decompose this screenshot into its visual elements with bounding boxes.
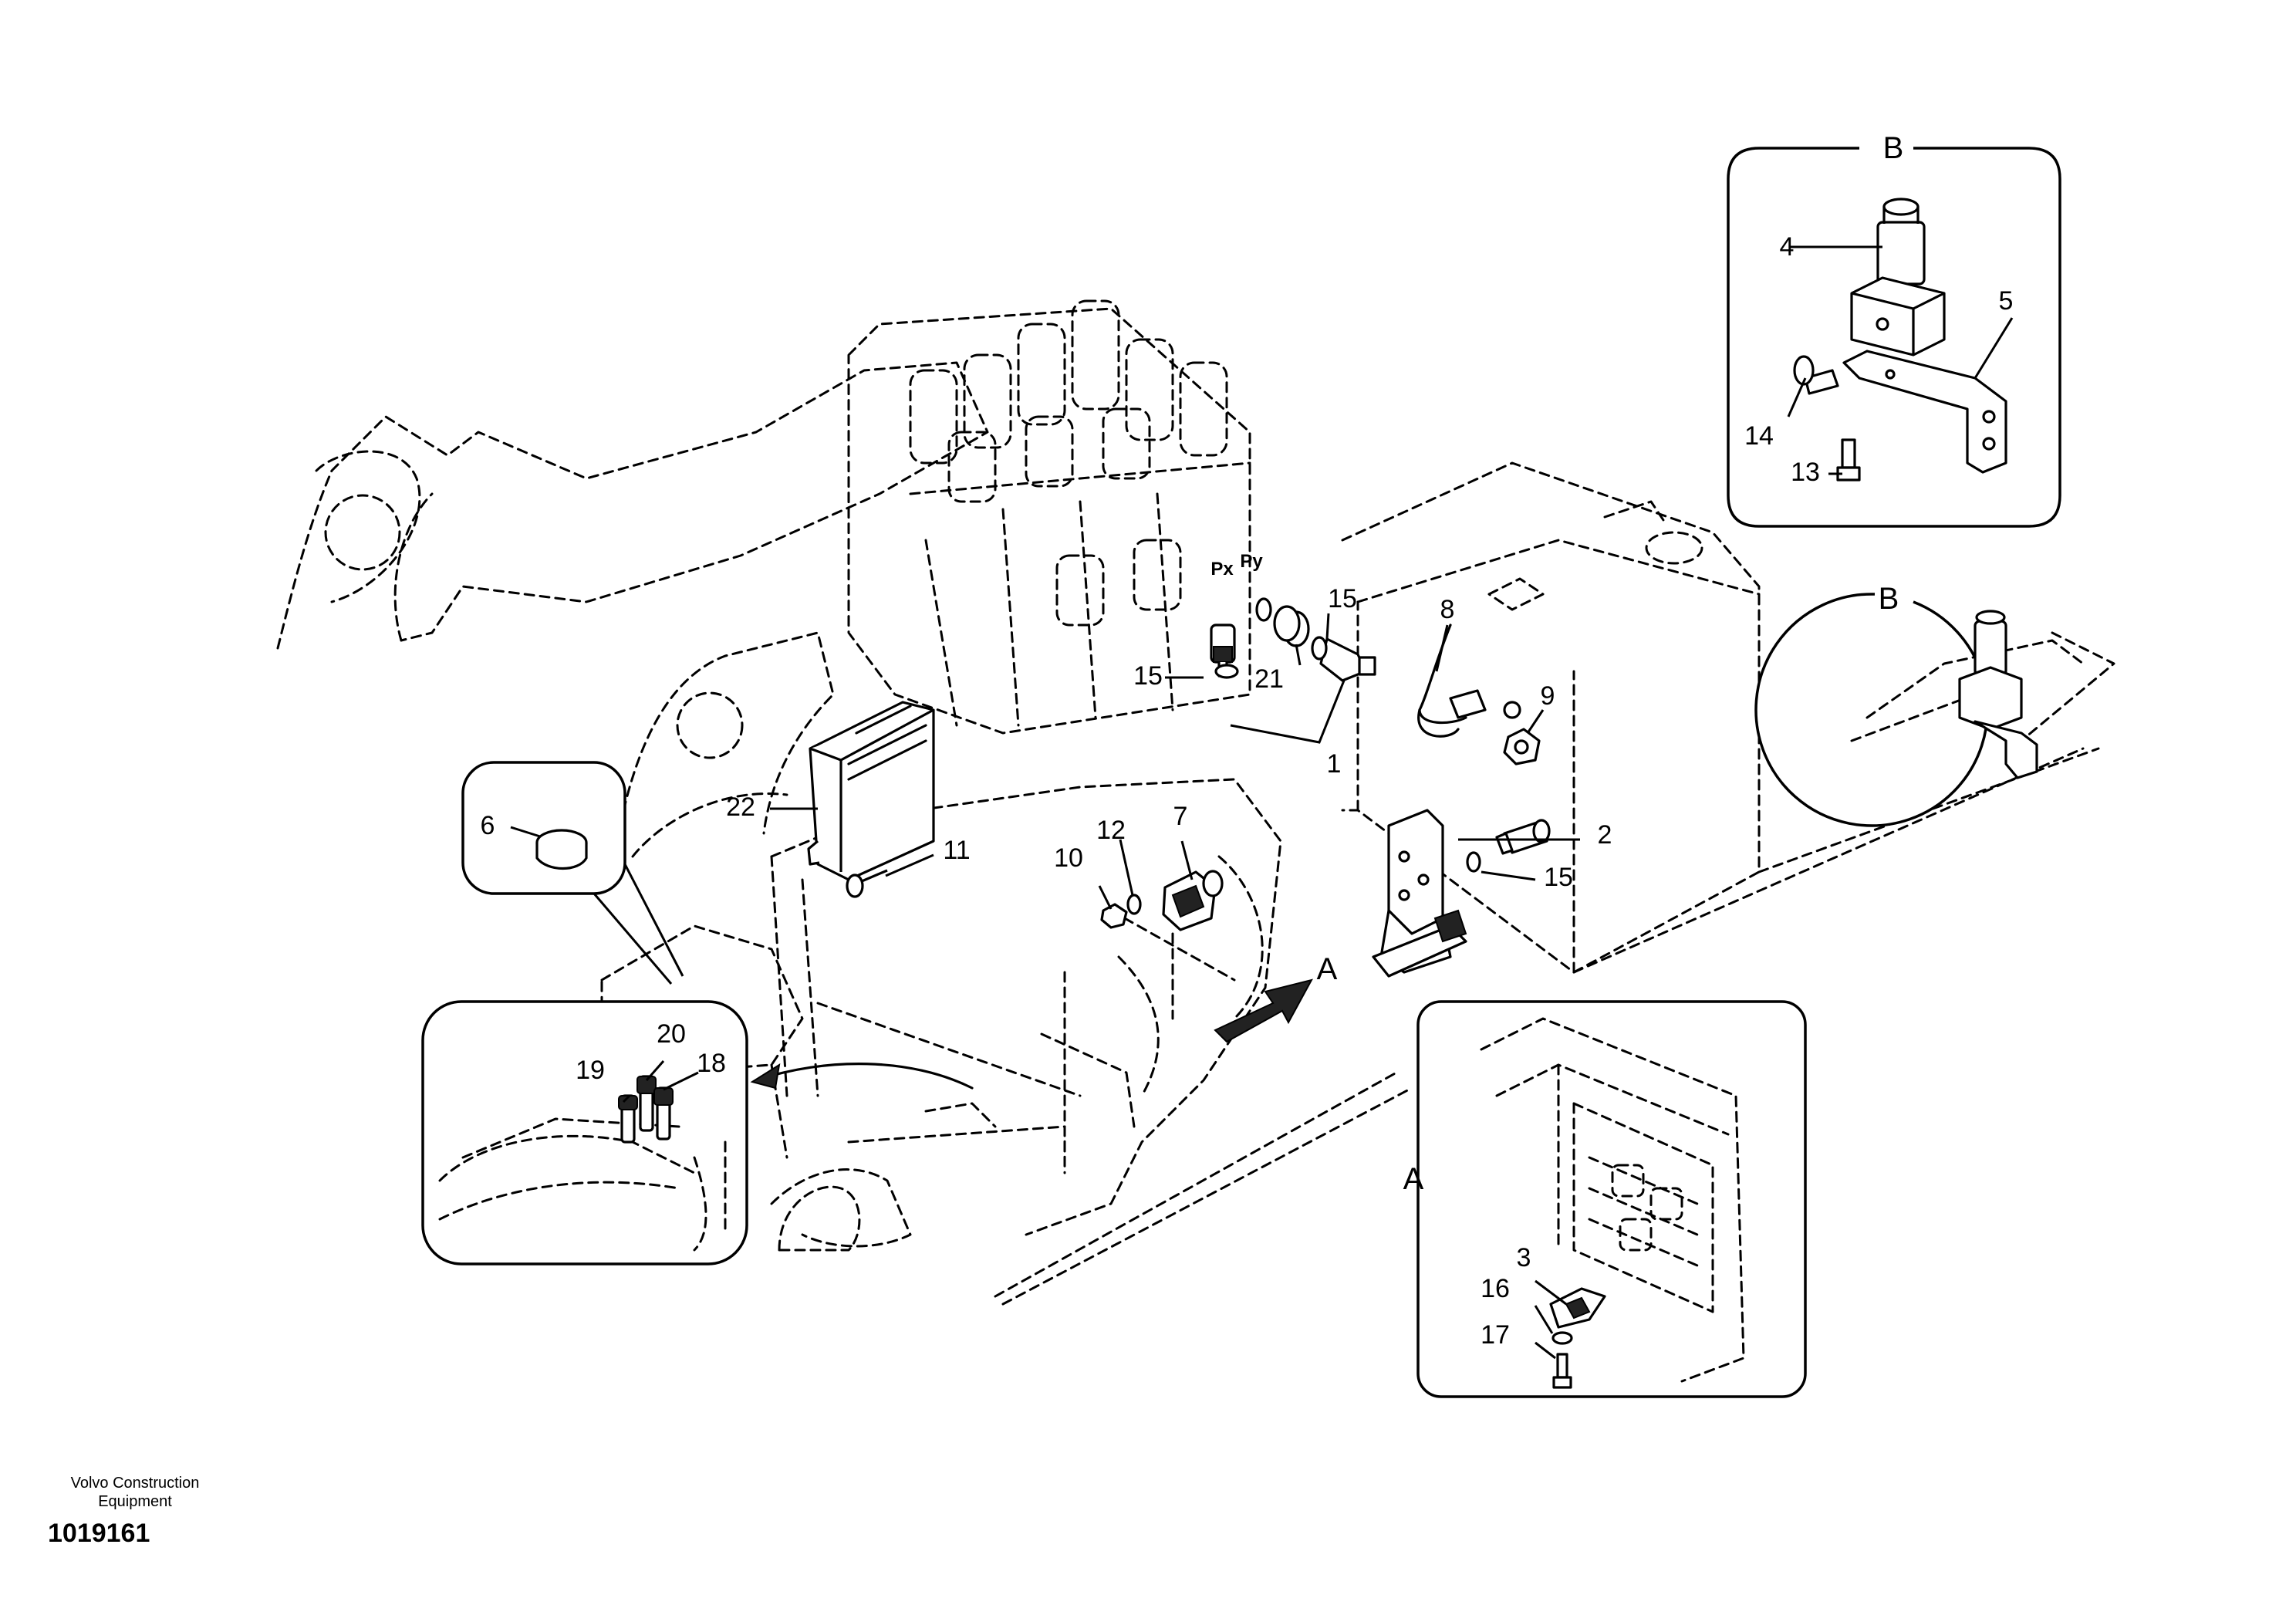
cab-floor-outline bbox=[600, 778, 1282, 1252]
control-valve-outline bbox=[847, 299, 1251, 735]
bolt-11 bbox=[846, 869, 888, 898]
detail-a-box bbox=[1416, 1000, 1807, 1398]
callout-22: 22 bbox=[726, 792, 755, 822]
callout-12: 12 bbox=[1096, 816, 1126, 845]
callout-2: 2 bbox=[1597, 820, 1612, 850]
view-a-arrow bbox=[1214, 978, 1313, 1043]
callout-6: 6 bbox=[480, 811, 495, 840]
detail-b-box bbox=[1727, 147, 2061, 528]
port-py-label: Py bbox=[1240, 551, 1263, 572]
callout-9: 9 bbox=[1540, 681, 1555, 711]
callout-19: 19 bbox=[576, 1056, 605, 1085]
projection-lines bbox=[994, 631, 2115, 1306]
drawing-number: 1019161 bbox=[48, 1519, 150, 1548]
ecu-unit bbox=[807, 701, 935, 881]
callout-15-upper: 15 bbox=[1328, 584, 1357, 613]
washer-12 bbox=[1126, 894, 1142, 915]
bolt-14 bbox=[1793, 355, 1839, 395]
callout-14: 14 bbox=[1744, 421, 1774, 451]
callout-10: 10 bbox=[1054, 843, 1083, 873]
nut-10 bbox=[1100, 903, 1128, 929]
fitting-21 bbox=[1273, 605, 1310, 647]
callout-21: 21 bbox=[1254, 664, 1284, 694]
callout-11: 11 bbox=[943, 836, 971, 865]
callout-1: 1 bbox=[1326, 749, 1342, 779]
leader-lines bbox=[510, 245, 2014, 1360]
bracket-3 bbox=[1549, 1287, 1606, 1329]
callout-13: 13 bbox=[1791, 458, 1820, 487]
callout-8: 8 bbox=[1440, 595, 1455, 624]
bolt-17 bbox=[1552, 1353, 1572, 1389]
port-px-label: Px bbox=[1210, 559, 1234, 580]
callout-18: 18 bbox=[697, 1049, 726, 1078]
switch-7 bbox=[1162, 870, 1224, 931]
plug-6 bbox=[535, 829, 588, 870]
callout-17: 17 bbox=[1481, 1320, 1510, 1350]
o-rings-15 bbox=[1214, 597, 1328, 679]
callout-5: 5 bbox=[1998, 286, 2014, 316]
solenoid-valve-block bbox=[1372, 809, 1467, 978]
bracket-5 bbox=[1842, 350, 2007, 474]
nut-9 bbox=[1503, 728, 1541, 765]
detail-transfer-arrow bbox=[750, 1063, 974, 1090]
solenoid-4 bbox=[1850, 198, 1946, 357]
harness-8 bbox=[1417, 623, 1521, 738]
pressure-switch-2 bbox=[1466, 819, 1551, 873]
callout-15-left: 15 bbox=[1133, 661, 1163, 691]
company-name: Volvo Construction Equipment bbox=[70, 1475, 200, 1510]
view-b-detail-label: B bbox=[1882, 131, 1904, 165]
fuse-18 bbox=[653, 1086, 674, 1140]
callout-3: 3 bbox=[1516, 1243, 1531, 1272]
detail-6-callout bbox=[461, 761, 684, 985]
callout-15-right: 15 bbox=[1544, 863, 1573, 892]
callout-7: 7 bbox=[1173, 802, 1188, 831]
callout-20: 20 bbox=[657, 1019, 686, 1049]
view-a-detail-label: A bbox=[1403, 1162, 1424, 1196]
callout-16: 16 bbox=[1481, 1274, 1510, 1303]
view-b-circle-label: B bbox=[1878, 582, 1899, 616]
fuse-20 bbox=[636, 1075, 657, 1132]
washer-16 bbox=[1551, 1331, 1573, 1345]
machine-frame-outline bbox=[276, 361, 989, 858]
callout-4: 4 bbox=[1779, 232, 1795, 262]
detail-b-circle bbox=[1754, 593, 2085, 827]
detail-18-20-callout bbox=[421, 1000, 748, 1265]
bolt-13 bbox=[1836, 438, 1861, 482]
view-a-arrow-label: A bbox=[1316, 952, 1338, 986]
fuse-19 bbox=[618, 1094, 638, 1144]
